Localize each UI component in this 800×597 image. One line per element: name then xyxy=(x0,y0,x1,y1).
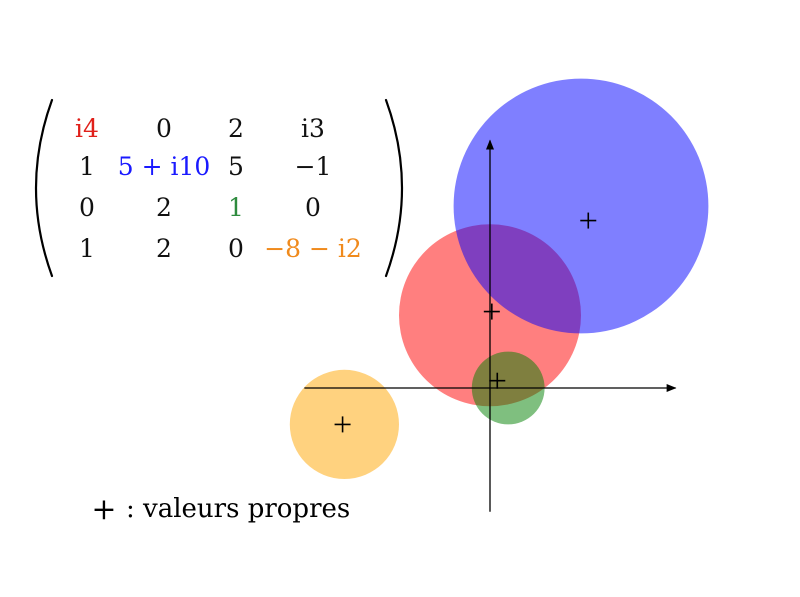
matrix-left-paren xyxy=(34,98,54,278)
matrix-cell-r3-c1: 0 xyxy=(79,193,95,222)
legend-text: : valeurs propres xyxy=(126,494,350,524)
eigenvalue-markers xyxy=(334,212,597,433)
eigenvalue-marker-2 xyxy=(580,212,597,229)
matrix-cell-r1-c3: 2 xyxy=(228,114,244,143)
matrix-cell-r2-c3: 5 xyxy=(228,152,244,181)
matrix-cell-r3-c3: 1 xyxy=(228,193,244,222)
matrix-cell-r3-c4: 0 xyxy=(305,193,321,222)
eigenvalue-marker-4 xyxy=(334,416,351,433)
matrix-cell-r4-c3: 0 xyxy=(228,234,244,263)
legend: + : valeurs propres xyxy=(91,492,350,527)
matrix-cells: i4 0 2 i3 1 5 + i10 5 −1 0 2 1 0 1 2 0 −8 − i2 xyxy=(75,114,362,263)
matrix-right-paren xyxy=(384,98,404,278)
matrix-cell-r2-c1: 1 xyxy=(79,152,95,181)
eigenvalue-marker-3 xyxy=(489,372,506,389)
matrix-cell-r4-c1: 1 xyxy=(79,234,95,263)
matrix-cell-r1-c1: i4 xyxy=(75,114,99,143)
matrix-cell-r2-c2: 5 + i10 xyxy=(118,152,211,181)
eigenvalue-marker-1 xyxy=(483,303,500,320)
matrix: i4 0 2 i3 1 5 + i10 5 −1 0 2 1 0 1 2 0 −8 − i2 xyxy=(34,98,404,278)
matrix-cell-r4-c2: 2 xyxy=(156,234,172,263)
gershgorin-disc-2 xyxy=(453,78,709,334)
matrix-cell-r1-c4: i3 xyxy=(301,114,325,143)
matrix-cell-r2-c4: −1 xyxy=(295,152,332,181)
matrix-cell-r3-c2: 2 xyxy=(156,193,172,222)
matrix-cell-r1-c2: 0 xyxy=(156,114,172,143)
gershgorin-discs xyxy=(289,78,709,479)
legend-symbol: + xyxy=(91,492,116,527)
matrix-cell-r4-c4: −8 − i2 xyxy=(264,234,362,263)
